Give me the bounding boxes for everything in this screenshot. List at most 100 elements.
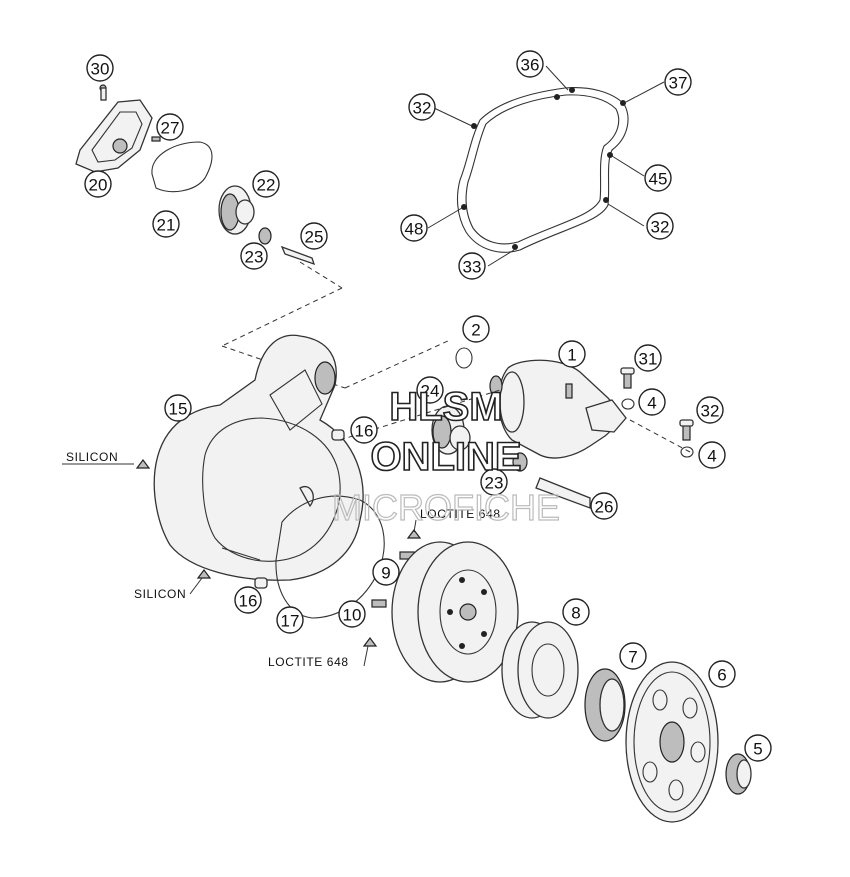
callout-4: 4 bbox=[698, 441, 726, 469]
callout-16: 16 bbox=[234, 586, 262, 614]
callout-number: 23 bbox=[245, 248, 264, 267]
watermark: HLSM ONLINE MICROFICHE bbox=[331, 384, 560, 528]
callout-25: 25 bbox=[300, 222, 328, 250]
callout-32: 32 bbox=[408, 93, 436, 121]
callout-16: 16 bbox=[350, 416, 378, 444]
callout-circle bbox=[372, 558, 400, 586]
callout-circle bbox=[744, 734, 772, 762]
callout-10: 10 bbox=[338, 600, 366, 628]
callout-number: 23 bbox=[485, 474, 504, 493]
callout-number: 4 bbox=[707, 447, 716, 466]
callout-circle bbox=[400, 214, 428, 242]
callout-circle bbox=[86, 54, 114, 82]
callout-circle bbox=[416, 376, 444, 404]
callout-number: 8 bbox=[571, 604, 580, 623]
callout-number: 20 bbox=[89, 176, 108, 195]
callout-number: 7 bbox=[628, 648, 637, 667]
callout-number: 26 bbox=[595, 498, 614, 517]
callout-circle bbox=[462, 315, 490, 343]
callout-number: 36 bbox=[521, 56, 540, 75]
callout-20: 20 bbox=[84, 170, 112, 198]
callout-number: 5 bbox=[753, 740, 762, 759]
callout-number: 24 bbox=[421, 382, 440, 401]
callout-number: 17 bbox=[281, 612, 300, 631]
callout-circle bbox=[708, 660, 736, 688]
watermark-line-1: HLSM bbox=[389, 385, 502, 429]
callout-number: 9 bbox=[381, 564, 390, 583]
callout-circle bbox=[84, 170, 112, 198]
pump-cover-group bbox=[75, 84, 451, 389]
callout-37: 37 bbox=[664, 68, 692, 96]
callout-circle bbox=[338, 600, 366, 628]
watermark-line-2: ONLINE bbox=[370, 435, 521, 479]
callout-circle bbox=[458, 252, 486, 280]
callout-45: 45 bbox=[644, 164, 672, 192]
callout-36: 36 bbox=[516, 50, 544, 78]
callout-15: 15 bbox=[164, 394, 192, 422]
callout-number: 32 bbox=[413, 99, 432, 118]
callout-group: 1244567891015161617202122232324252627303… bbox=[84, 50, 772, 762]
callout-number: 31 bbox=[639, 350, 658, 369]
callout-circle bbox=[619, 642, 647, 670]
callout-number: 4 bbox=[647, 394, 656, 413]
callout-circle bbox=[234, 586, 262, 614]
callout-number: 16 bbox=[355, 422, 374, 441]
callout-33: 33 bbox=[458, 252, 486, 280]
callout-circle bbox=[350, 416, 378, 444]
silicon-note-top: SILICON bbox=[66, 450, 118, 464]
callout-number: 6 bbox=[717, 666, 726, 685]
callout-number: 1 bbox=[567, 346, 576, 365]
callout-22: 22 bbox=[252, 170, 280, 198]
callout-number: 2 bbox=[471, 321, 480, 340]
callout-5: 5 bbox=[744, 734, 772, 762]
callout-circle bbox=[558, 340, 586, 368]
callout-circle bbox=[164, 394, 192, 422]
callout-number: 10 bbox=[343, 606, 362, 625]
loctite-note-top: LOCTITE 648 bbox=[420, 507, 501, 521]
callout-7: 7 bbox=[619, 642, 647, 670]
callout-6: 6 bbox=[708, 660, 736, 688]
callout-circle bbox=[644, 164, 672, 192]
starter-motor-part bbox=[498, 359, 617, 459]
callout-circle bbox=[664, 68, 692, 96]
ignition-cover-part bbox=[153, 334, 364, 581]
callout-23: 23 bbox=[240, 242, 268, 270]
o-ring-part bbox=[455, 347, 473, 369]
callout-17: 17 bbox=[276, 606, 304, 634]
callout-number: 27 bbox=[161, 119, 180, 138]
callout-9: 9 bbox=[372, 558, 400, 586]
callout-number: 16 bbox=[239, 592, 258, 611]
starter-motor-group bbox=[339, 347, 694, 509]
callout-1: 1 bbox=[558, 340, 586, 368]
callout-24: 24 bbox=[416, 376, 444, 404]
watermark-line-3: MICROFICHE bbox=[332, 487, 560, 528]
callout-21: 21 bbox=[152, 210, 180, 238]
callout-number: 33 bbox=[463, 258, 482, 277]
callout-26: 26 bbox=[590, 492, 618, 520]
cover-gasket-group bbox=[456, 87, 629, 253]
callout-number: 22 bbox=[257, 176, 276, 195]
callout-circle bbox=[300, 222, 328, 250]
callout-27: 27 bbox=[156, 113, 184, 141]
callout-8: 8 bbox=[562, 598, 590, 626]
callout-number: 25 bbox=[305, 228, 324, 247]
callout-number: 45 bbox=[649, 170, 668, 189]
callout-number: 32 bbox=[651, 218, 670, 237]
callout-number: 15 bbox=[169, 400, 188, 419]
callout-2: 2 bbox=[462, 315, 490, 343]
callout-circle bbox=[590, 492, 618, 520]
callout-circle bbox=[156, 113, 184, 141]
callout-circle bbox=[638, 388, 666, 416]
callout-4: 4 bbox=[638, 388, 666, 416]
callout-number: 32 bbox=[701, 402, 720, 421]
silicon-note-bottom: SILICON bbox=[134, 587, 186, 601]
callout-number: 30 bbox=[91, 60, 110, 79]
callout-32: 32 bbox=[696, 396, 724, 424]
callout-circle bbox=[480, 468, 508, 496]
leader-lines bbox=[62, 65, 665, 667]
callout-number: 48 bbox=[405, 220, 424, 239]
callout-30: 30 bbox=[86, 54, 114, 82]
pump-cover-part bbox=[75, 99, 153, 173]
callout-number: 37 bbox=[669, 74, 688, 93]
callout-circle bbox=[516, 50, 544, 78]
